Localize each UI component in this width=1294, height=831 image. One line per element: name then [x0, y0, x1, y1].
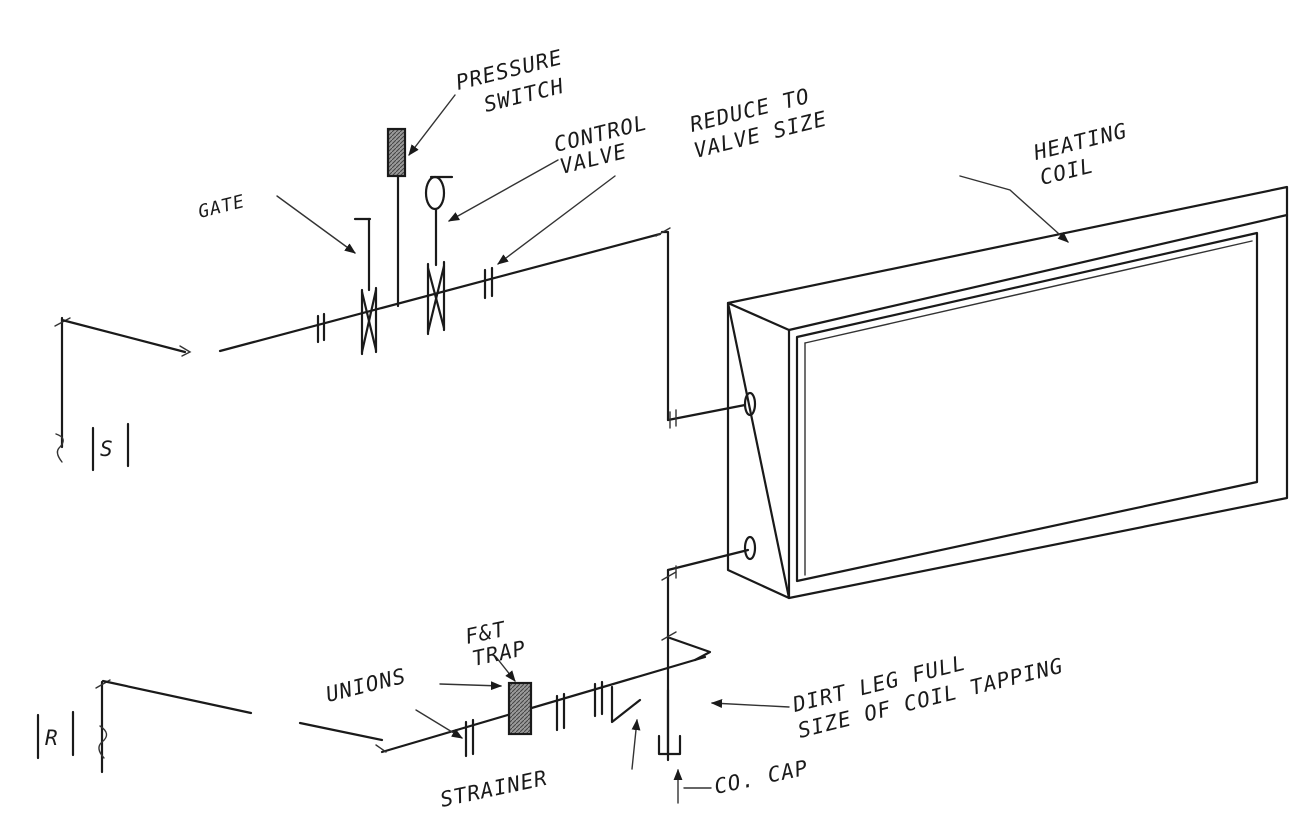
supply-piping — [54, 227, 747, 463]
gate-valve — [353, 217, 378, 356]
pressure-switch — [386, 127, 407, 308]
return-marker: R — [36, 710, 75, 760]
gate-label: GATE — [196, 191, 247, 223]
return-piping — [95, 548, 750, 774]
return-label: R — [45, 726, 59, 750]
heating-coil — [726, 185, 1289, 600]
supply-marker: S — [91, 422, 130, 472]
control-valve — [424, 175, 454, 336]
strainer-label: STRAINER — [438, 766, 550, 812]
co-cap-label: CO. CAP — [712, 756, 810, 799]
ft-trap — [507, 681, 533, 736]
supply-label: S — [100, 437, 114, 461]
strainer — [610, 685, 642, 724]
unions-label: UNIONS — [323, 664, 408, 707]
leader-lines — [276, 94, 1069, 804]
